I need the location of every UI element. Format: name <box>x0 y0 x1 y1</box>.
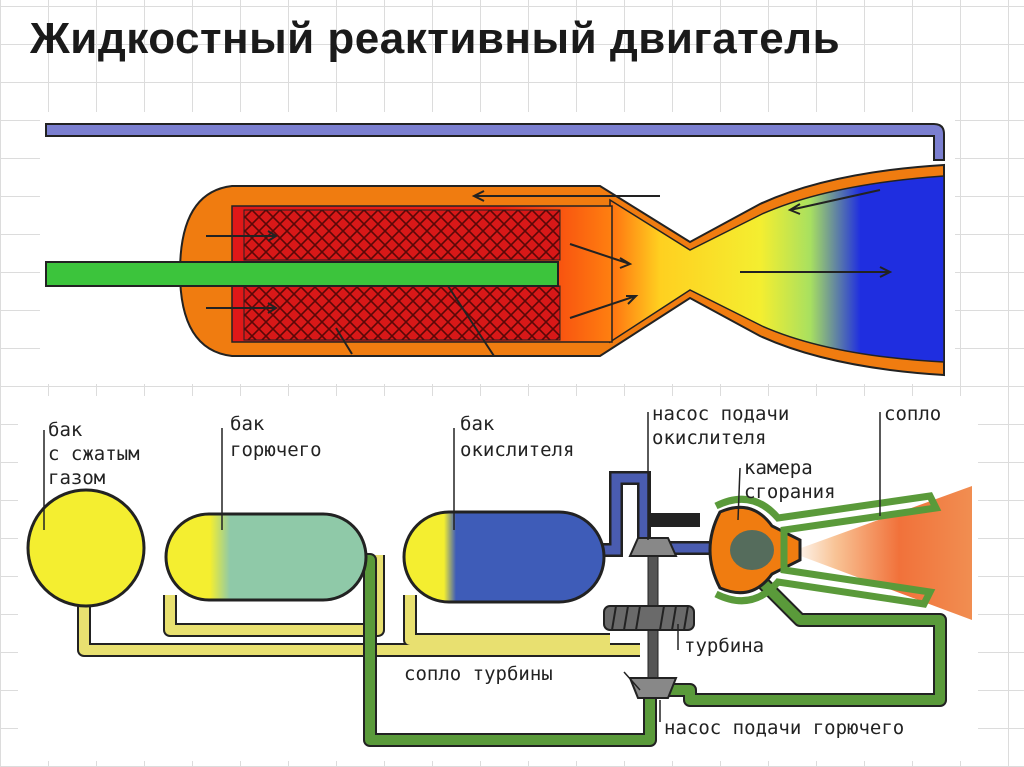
oxidizer-tank-label-1: бак <box>460 413 495 435</box>
exhaust-flame <box>790 486 972 620</box>
gas-tank-label-2: с сжатым <box>48 443 140 465</box>
fuel-pump <box>628 677 678 699</box>
chamber-jacket <box>714 492 942 608</box>
fuel-tank-label-1: бак <box>230 413 265 435</box>
injector-mesh-top <box>243 209 561 261</box>
gas-tank-label-1: бак <box>48 419 83 441</box>
oxidizer-pump-label-1: насос подачи <box>652 403 789 425</box>
turbine-blades <box>611 605 689 631</box>
flow-arrows <box>206 189 893 319</box>
fuel-tank <box>164 512 368 602</box>
fuel-pipe <box>45 261 559 287</box>
gas-tank <box>26 488 146 608</box>
fuel-system-schematic <box>26 412 972 747</box>
oxidizer-tank <box>402 510 606 604</box>
turbine <box>603 605 695 631</box>
oxidizer-pump-label-2: окислителя <box>652 427 766 449</box>
nozzle-gas <box>609 175 945 363</box>
engine-cutaway <box>45 123 945 377</box>
chamber-core <box>730 530 774 570</box>
support-lines <box>335 285 495 357</box>
leader-lines <box>43 412 881 722</box>
combustion-chamber-label-1: камера <box>744 457 813 479</box>
gas-tank-label-3: газом <box>48 467 105 489</box>
injector-mesh-bottom <box>243 285 561 341</box>
nozzle-label: сопло <box>884 403 941 425</box>
oxidizer-tank-label-2: окислителя <box>460 439 574 461</box>
oxidizer-pipe <box>45 123 945 161</box>
turbine-nozzle-label: сопло турбины <box>404 663 553 685</box>
oxidizer-pump <box>628 537 678 557</box>
fuel-tank-label-2: горючего <box>230 439 322 461</box>
fuel-pump-label: насос подачи горючего <box>664 717 904 739</box>
schematic-labels: бак с сжатым газом бак горючего бак окис… <box>48 403 941 739</box>
turbine-label: турбина <box>684 635 764 657</box>
gas-lines <box>79 555 640 655</box>
combustion-chamber-label-2: сгорания <box>744 481 836 503</box>
page-title: Жидкостный реактивный двигатель <box>30 14 841 63</box>
